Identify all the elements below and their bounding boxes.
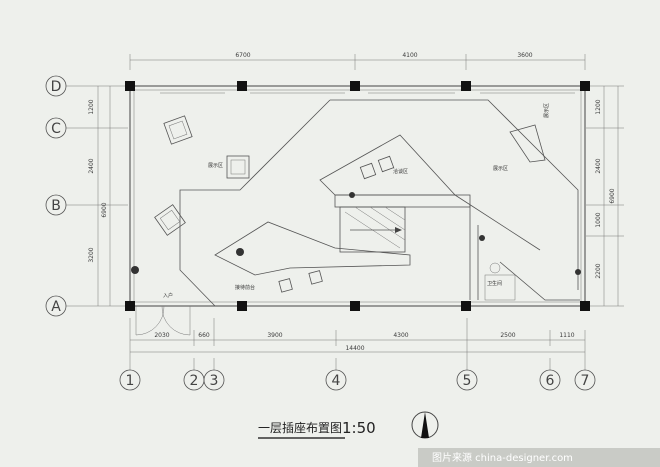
column	[461, 81, 471, 91]
row-axis-label: A	[51, 299, 61, 315]
structural-columns	[125, 81, 590, 311]
row-axis-C: C	[45, 117, 67, 139]
room-label-display-left: 展示区	[208, 163, 223, 169]
room-labels: 展示区 展示区 展示区 洽谈区 接待前台 入户 卫生间	[163, 103, 550, 299]
chair	[308, 270, 323, 285]
plant	[349, 192, 355, 198]
north-arrow-icon	[411, 411, 439, 439]
room-label-display-right: 展示区	[493, 166, 508, 172]
chair	[377, 155, 395, 173]
row-axis-label: D	[51, 79, 62, 95]
column-axis-label: 5	[463, 373, 472, 389]
left-dim-2: 2400	[88, 158, 95, 173]
bottom-dim-2: 660	[198, 332, 210, 339]
row-axis-B: B	[45, 194, 67, 216]
top-dimension-line: 6700 4100 3600	[129, 52, 586, 70]
room-label-negotiation: 洽谈区	[393, 168, 408, 175]
title-block: 一层插座布置图 1:50	[258, 411, 439, 439]
column	[580, 301, 590, 311]
bottom-dim-4: 4300	[393, 332, 408, 339]
row-axis-label: B	[51, 198, 61, 214]
plant	[131, 266, 139, 274]
building-outline	[129, 85, 586, 307]
left-dim-3: 3200	[88, 247, 95, 262]
bottom-dim-1: 2030	[154, 332, 169, 339]
drawing-title: 一层插座布置图	[258, 420, 342, 435]
bottom-dim-3: 3900	[267, 332, 282, 339]
chair	[359, 162, 377, 180]
row-axis-D: D	[45, 75, 67, 97]
column-axis-3: 3	[203, 369, 225, 391]
column-axis-6: 6	[539, 369, 561, 391]
room-label-reception: 接待前台	[235, 284, 255, 291]
column-axis-4: 4	[325, 369, 347, 391]
left-dimension-lines: 1200 2400 3200 6900	[88, 85, 128, 307]
column	[461, 301, 471, 311]
column-axis-bubbles: 1 2 3 4 5 6 7	[119, 358, 596, 391]
column-axis-label: 4	[332, 373, 341, 389]
column-axis-label: 3	[210, 373, 219, 389]
top-dim-1: 6700	[235, 52, 250, 59]
right-dim-2: 2400	[595, 158, 602, 173]
row-axis-bubbles: D C B A	[45, 75, 92, 317]
display-stand	[163, 115, 193, 145]
plant	[575, 269, 581, 275]
right-dim-4: 2200	[595, 263, 602, 278]
column	[350, 81, 360, 91]
plant	[479, 235, 485, 241]
column-axis-7: 7	[574, 369, 596, 391]
column	[580, 81, 590, 91]
column-axis-label: 1	[126, 373, 135, 389]
top-dim-3: 3600	[517, 52, 532, 59]
column-axis-label: 2	[190, 373, 199, 389]
plant	[236, 248, 244, 256]
bottom-dim-total: 14400	[345, 345, 364, 352]
furniture	[131, 115, 581, 293]
right-dimension-lines: 1200 2400 1000 2200 6900	[586, 85, 624, 307]
watermark: 图片来源 china-designer.com	[418, 448, 660, 467]
left-dim-1: 1200	[88, 99, 95, 114]
left-dim-total: 6900	[101, 202, 108, 217]
room-label-restroom: 卫生间	[487, 280, 502, 287]
right-dim-3: 1000	[595, 212, 602, 227]
bottom-dim-5: 2500	[500, 332, 515, 339]
column-axis-label: 7	[581, 373, 590, 389]
entrance-doors	[135, 305, 191, 336]
room-label-entrance: 入户	[163, 292, 173, 299]
watermark-text: 图片来源 china-designer.com	[432, 451, 573, 464]
bottom-dimension-lines: 2030 660 3900 4300 2500 1110 14400	[129, 318, 586, 358]
column-axis-1: 1	[119, 369, 141, 391]
column	[350, 301, 360, 311]
column	[237, 301, 247, 311]
display-stand	[226, 155, 250, 179]
interior-partitions	[179, 99, 580, 307]
top-dim-2: 4100	[402, 52, 417, 59]
column-axis-5: 5	[456, 369, 478, 391]
chair	[278, 278, 293, 293]
row-axis-A: A	[45, 295, 67, 317]
drawing-scale: 1:50	[342, 419, 376, 437]
bottom-dim-6: 1110	[559, 332, 574, 339]
display-stand	[154, 204, 186, 236]
column-axis-label: 6	[546, 373, 555, 389]
room-label-display-top-right: 展示区	[544, 103, 550, 118]
row-axis-label: C	[51, 121, 61, 137]
right-dim-1: 1200	[595, 99, 602, 114]
right-dim-total: 6900	[609, 188, 616, 203]
column	[125, 81, 135, 91]
column	[237, 81, 247, 91]
column	[125, 301, 135, 311]
column-axis-2: 2	[183, 369, 205, 391]
